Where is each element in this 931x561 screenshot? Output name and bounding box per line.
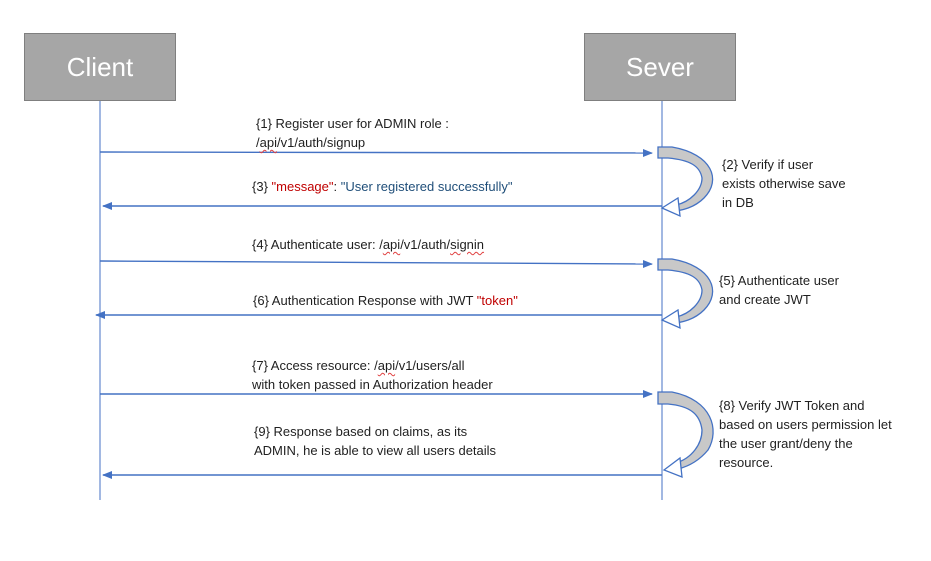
message-6-label: {6} Authentication Response with JWT "to… — [253, 293, 518, 308]
client-actor-label: Client — [66, 51, 134, 82]
message-3-key: "message" — [271, 179, 334, 194]
self-arrow-8-verify-jwt — [657, 391, 714, 478]
self-arrow-5-authenticate — [657, 258, 714, 330]
message-9-label: {9} Response based on claims, as its ADM… — [254, 424, 497, 458]
message-1-line1: {1} Register user for ADMIN role : — [256, 116, 449, 131]
message-6-token: "token" — [476, 293, 518, 308]
server-actor-label: Sever — [626, 51, 694, 82]
server-actor-box: Sever — [584, 33, 736, 101]
self-arrow-2-verify — [657, 146, 714, 218]
message-1-line2: /api/v1/auth/signup — [256, 135, 366, 150]
note-8-verify-jwt: {8} Verify JWT Token and based on users … — [719, 398, 892, 470]
arrow-1-register — [99, 148, 653, 157]
message-7-line2: with token passed in Authorization heade… — [252, 377, 493, 392]
message-7-label: {7} Access resource: /api/v1/users/all w… — [252, 356, 493, 394]
message-3-value: "User registered successfully" — [340, 179, 513, 194]
message-1-label: {1} Register user for ADMIN role : /api/… — [256, 114, 449, 152]
arrow-4-authenticate — [99, 259, 653, 268]
note-2-verify-user: {2} Verify if user exists otherwise save… — [722, 157, 846, 210]
client-actor-box: Client — [24, 33, 176, 101]
message-3-label: {3} "message": "User registered successf… — [252, 179, 513, 194]
note-5-authenticate: {5} Authenticate user and create JWT — [719, 273, 839, 307]
message-7-line1: {7} Access resource: /api/v1/users/all — [252, 358, 465, 373]
message-4-label: {4} Authenticate user: /api/v1/auth/sign… — [252, 237, 485, 252]
